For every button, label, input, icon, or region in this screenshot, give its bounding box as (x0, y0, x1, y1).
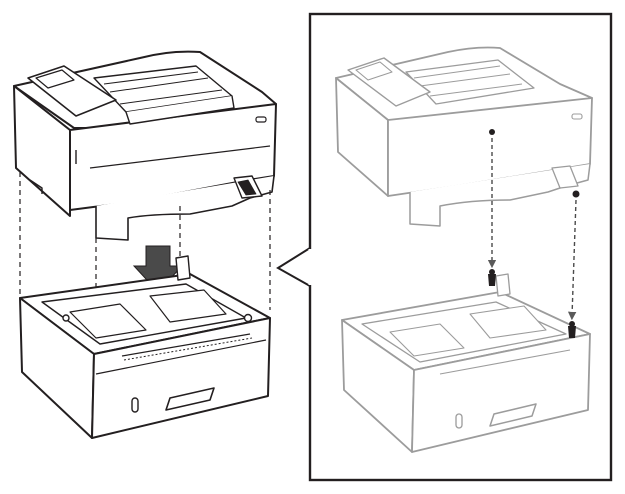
paper-feeder-right-faded (341, 273, 591, 453)
printer-underside (95, 175, 275, 241)
dashed-arrow-icon (487, 138, 577, 321)
control-panel-screen (35, 69, 75, 89)
positioning-pin-front (243, 313, 253, 323)
screw-hole-right (572, 190, 580, 198)
printer-left-side (13, 85, 71, 217)
paper-feeder-left (19, 255, 271, 439)
cassette-handle (165, 387, 215, 411)
positioning-pin-left (62, 314, 70, 322)
connector-post (175, 255, 191, 281)
power-indicator (255, 116, 267, 123)
screw-hole-top (489, 129, 495, 135)
printer-right-faded (335, 46, 593, 227)
callout-pointer (276, 247, 311, 287)
cassette-indicator (131, 397, 139, 413)
positioning-pin-right-b (568, 326, 576, 338)
feeder-pins-right (488, 269, 576, 338)
printer-left (13, 50, 277, 241)
positioning-pin-right-a (488, 274, 496, 286)
